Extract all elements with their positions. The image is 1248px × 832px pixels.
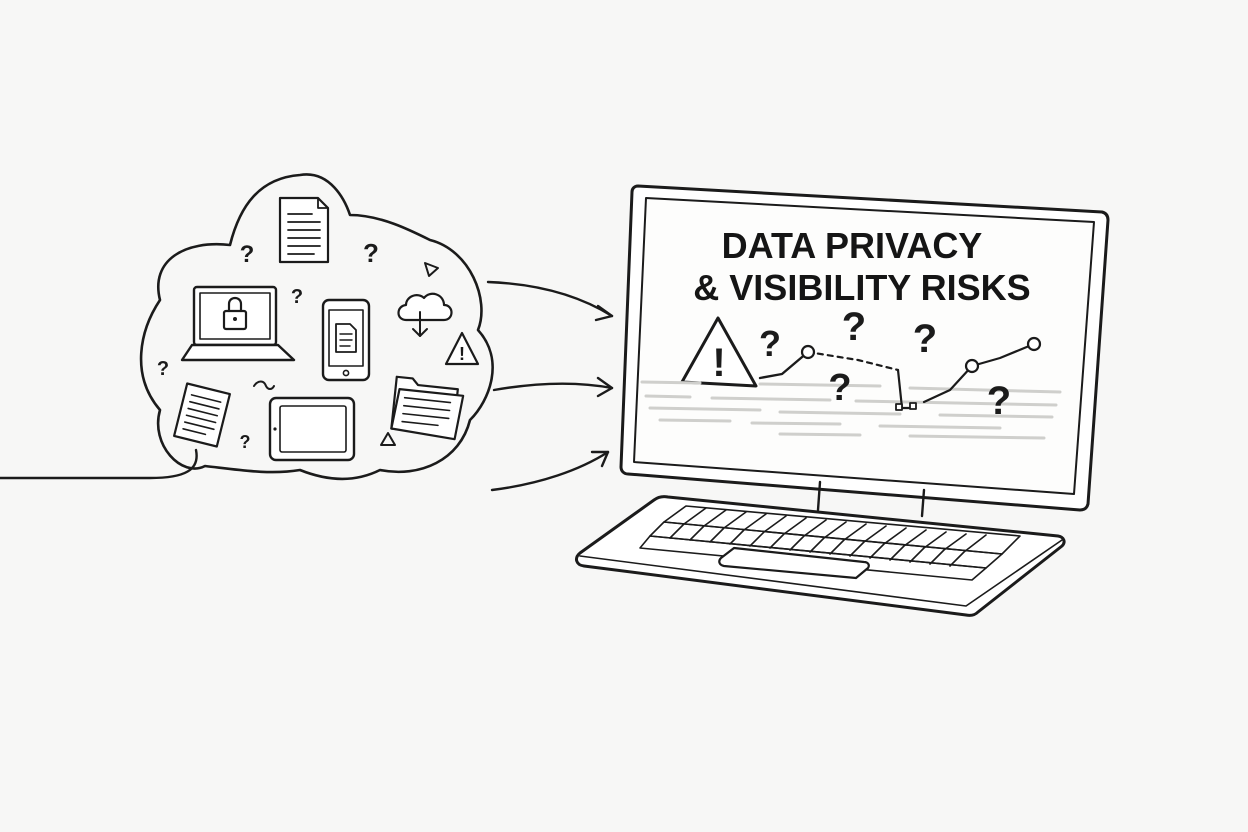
tether-line	[0, 448, 198, 480]
screen-content: DATA PRIVACY & VISIBILITY RISKS !	[640, 225, 1062, 440]
arrow-bottom	[490, 450, 610, 492]
svg-text:?: ?	[240, 241, 255, 268]
small-triangle-icon	[380, 432, 396, 446]
svg-text:?: ?	[759, 323, 781, 364]
flow-arrows	[486, 280, 614, 492]
keyboard-base	[575, 495, 1066, 617]
warning-icon: !	[444, 331, 480, 366]
question-mark-icon: ? ? ? ? ?	[157, 238, 379, 452]
svg-text:?: ?	[987, 379, 1011, 423]
arrow-top	[486, 280, 614, 322]
screen-title-line2: & VISIBILITY RISKS	[693, 267, 1030, 308]
document-icon	[173, 382, 231, 448]
svg-text:?: ?	[363, 238, 379, 268]
monitor-screen	[633, 197, 1095, 495]
data-cloud-outline	[139, 173, 494, 481]
tablet-icon	[268, 396, 356, 462]
keyboard-keys	[639, 505, 1021, 581]
squiggle-mark	[253, 380, 275, 390]
small-triangle-icon	[424, 262, 439, 277]
svg-text:?: ?	[157, 358, 169, 380]
folder-icon	[390, 375, 465, 441]
graph-node	[1026, 336, 1042, 352]
svg-text:!: !	[712, 341, 725, 385]
svg-text:?: ?	[828, 367, 851, 409]
laptop-lock-icon	[180, 285, 296, 362]
touchpad	[718, 546, 870, 580]
svg-text:?: ?	[240, 432, 251, 452]
svg-text:?: ?	[291, 286, 303, 308]
faint-data-lines	[640, 380, 1062, 440]
network-path	[758, 336, 1042, 411]
monitor-stand	[816, 480, 926, 518]
document-icon	[278, 196, 330, 264]
svg-text:?: ?	[842, 305, 866, 349]
data-cloud: !	[0, 173, 494, 481]
cloud-download-icon	[397, 292, 453, 337]
graph-node	[800, 344, 816, 360]
smartphone-document-icon	[321, 298, 371, 382]
svg-text:?: ?	[913, 317, 937, 361]
arrow-middle	[492, 376, 614, 398]
svg-text:!: !	[459, 344, 465, 364]
warning-icon: !	[680, 316, 758, 388]
graph-node	[964, 358, 980, 374]
screen-title-line1: DATA PRIVACY	[722, 225, 983, 266]
question-mark-icon: ? ? ? ? ?	[759, 305, 1011, 423]
